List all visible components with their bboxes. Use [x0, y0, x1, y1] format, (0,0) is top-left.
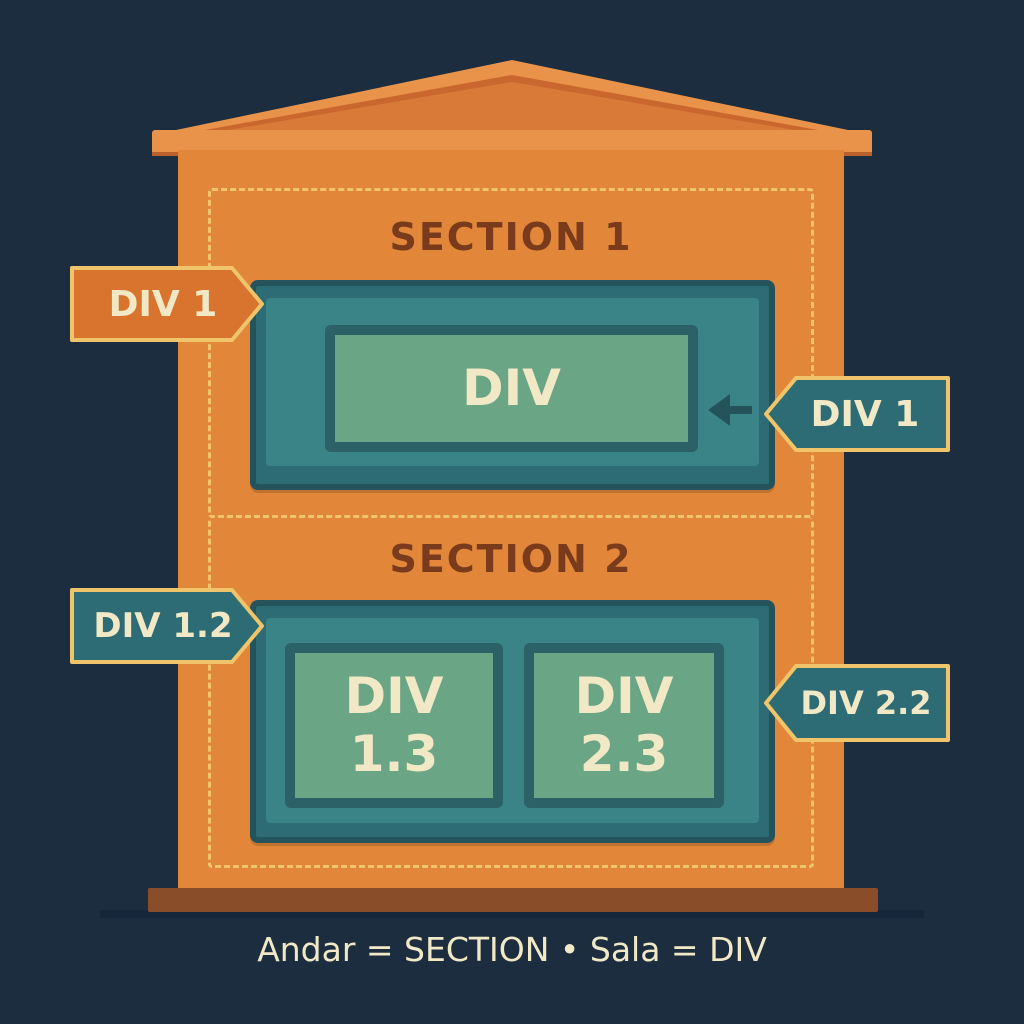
div-box-top: DIV: [325, 325, 698, 452]
div-box-bottom-right-line2: 2.3: [579, 724, 669, 783]
div-box-top-label: DIV: [462, 358, 561, 417]
tag-left-top-shape: [70, 266, 264, 342]
div-box-bottom-left-line1: DIV: [344, 667, 444, 725]
tag-left-top-label: DIV 1: [108, 283, 218, 325]
tag-right-top: DIV 1: [786, 380, 944, 448]
tag-right-bottom-label: DIV 2.2: [800, 684, 932, 722]
div-box-bottom-right: DIV 2.3: [524, 643, 724, 808]
tag-right-bottom-shape: [764, 664, 950, 742]
tag-left-bottom-label: DIV 1.2: [93, 606, 233, 646]
tag-left-bottom: DIV 1.2: [78, 592, 248, 660]
section-2-title: SECTION 2: [389, 537, 633, 581]
arrow-head: [708, 394, 730, 426]
tag-right-bottom: DIV 2.2: [786, 668, 946, 738]
div-box-bottom-left: DIV 1.3: [285, 643, 503, 808]
tag-right-top-label: DIV 1: [810, 393, 920, 435]
div-box-bottom-left-line2: 1.3: [349, 724, 439, 783]
building-base: [148, 888, 878, 912]
caption: Andar = SECTION • Sala = DIV: [257, 930, 767, 969]
tag-left-top: DIV 1: [78, 270, 248, 338]
section-1-outline: [208, 188, 814, 518]
tag-left-bottom-shape: [70, 588, 264, 664]
section-1-title: SECTION 1: [389, 215, 633, 259]
tag-right-top-shape: [764, 376, 950, 452]
ground-shadow: [100, 910, 924, 918]
div-box-bottom-right-line1: DIV: [574, 667, 674, 725]
